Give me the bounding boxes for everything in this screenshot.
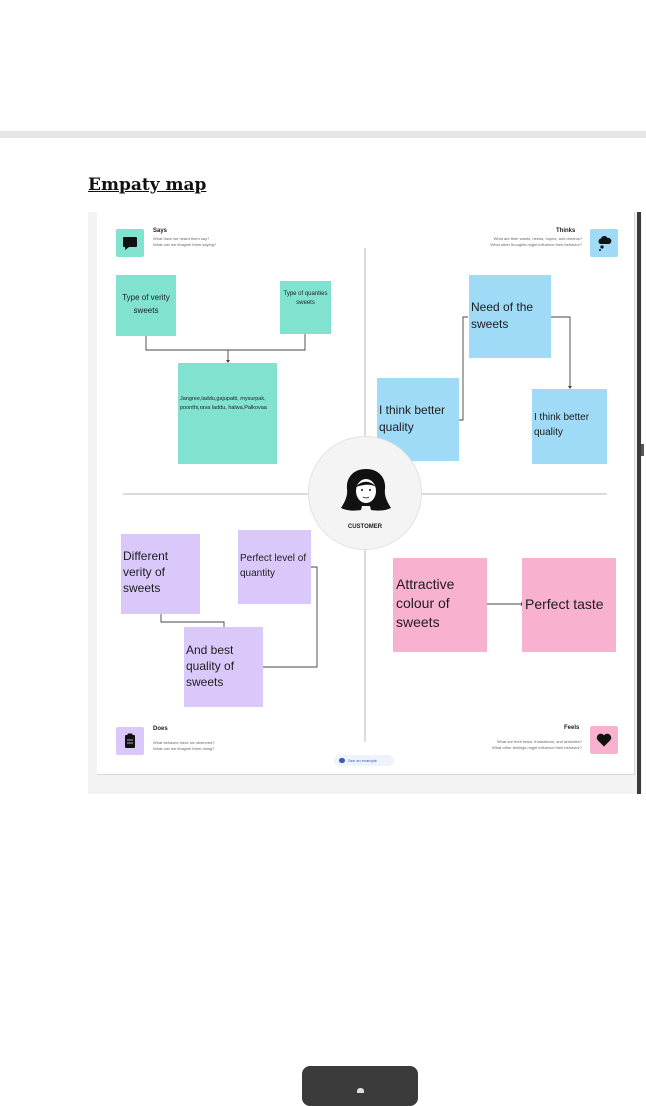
bottom-button-icon [357, 1088, 364, 1093]
bottom-action-button[interactable] [302, 1066, 418, 1106]
says-title: Says [153, 228, 168, 234]
see-example-label: See an example [348, 758, 377, 763]
customer-avatar-icon [341, 469, 391, 511]
does-subtitle-2: What can we imagine them doing? [153, 746, 215, 751]
feels-icon [590, 726, 618, 754]
section-divider [0, 131, 646, 138]
customer-circle: CUSTOMER [308, 436, 422, 550]
says-subtitle-2: What can we imagine them saying? [153, 242, 217, 247]
sticky-note-feels-1[interactable]: Attractive colour of sweets [393, 558, 487, 652]
thinks-subtitle-2: What other thoughts might influence thei… [490, 242, 582, 247]
sticky-note-does-2[interactable]: Perfect level of quantity [238, 530, 311, 604]
says-subtitle-1: What have we heard them say? [153, 236, 210, 241]
sticky-note-thinks-3[interactable]: I think better quality [532, 389, 607, 464]
feels-title: Feels [564, 725, 580, 731]
does-icon [116, 727, 144, 755]
does-subtitle-1: What behavior have we observed? [153, 740, 215, 745]
scroll-handle[interactable] [641, 444, 644, 456]
see-example-button[interactable]: See an example [334, 755, 394, 766]
feels-subtitle-1: What are their fears, frustrations, and … [496, 739, 582, 744]
page-title: Empaty map [88, 175, 207, 195]
sticky-note-says-1[interactable]: Type of verity sweets [116, 275, 176, 336]
does-title: Does [153, 726, 168, 732]
feels-subtitle-2: What other feelings might influence thei… [491, 745, 582, 750]
customer-label: CUSTOMER [347, 524, 383, 530]
sticky-note-does-3[interactable]: And best quality of sweets [184, 627, 263, 707]
sticky-note-says-2[interactable]: Type of quanties sweets [280, 281, 331, 334]
thinks-subtitle-1: What are their wants, needs, hopes, and … [493, 236, 583, 241]
example-icon [339, 758, 345, 763]
sticky-note-feels-2[interactable]: Perfect taste [522, 558, 616, 652]
sticky-note-thinks-1[interactable]: Need of the sweets [469, 275, 551, 358]
says-icon [116, 229, 144, 257]
sticky-note-says-3[interactable]: Jangree,laddu,gajupatti, mysurpak, poont… [178, 363, 277, 464]
sticky-note-does-1[interactable]: Different verity of sweets [121, 534, 200, 614]
thinks-icon [590, 229, 618, 257]
board-edge [637, 212, 641, 794]
thinks-title: Thinks [556, 228, 576, 234]
